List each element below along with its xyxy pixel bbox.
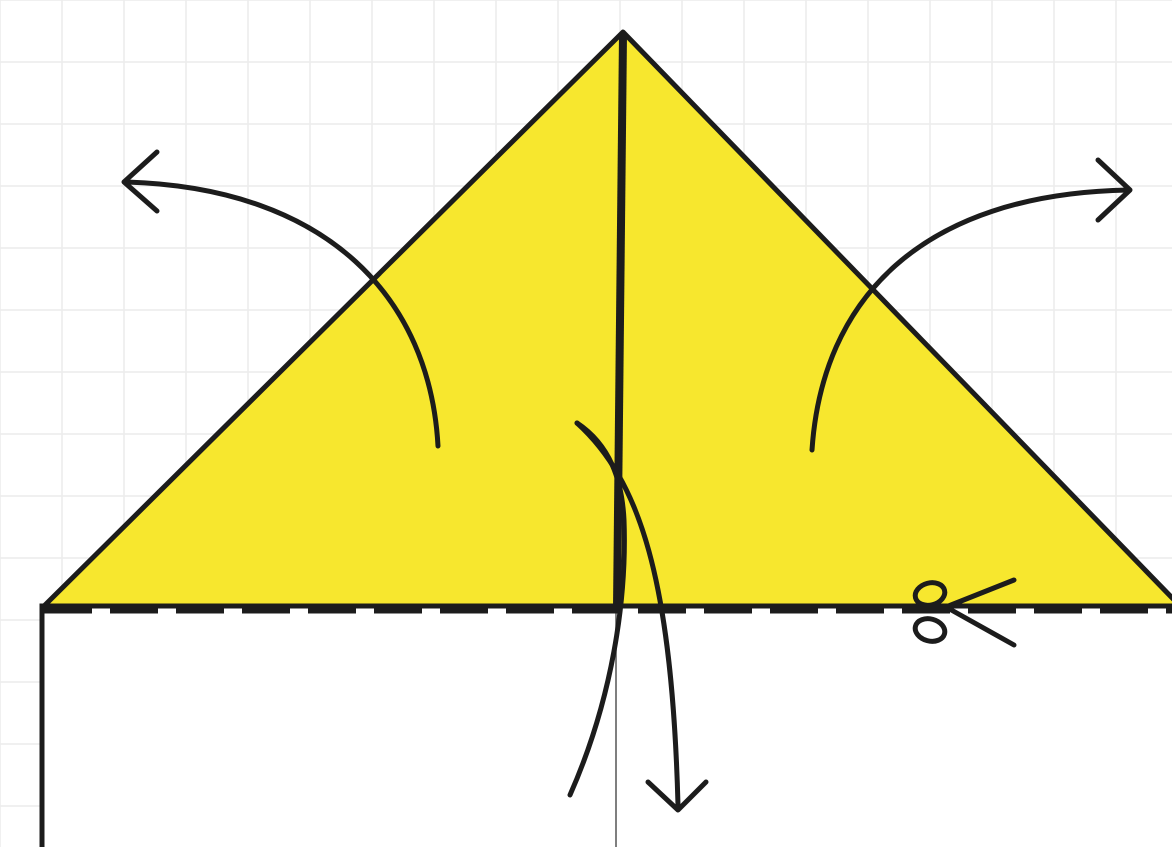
paper-rectangle (39, 603, 1172, 847)
fold-down-arrow (567, 420, 709, 813)
left-flap-arrow (121, 149, 441, 449)
triangle-flap (41, 29, 1172, 609)
scissors-icon (912, 577, 1017, 648)
right-flap-arrow (809, 157, 1133, 453)
center-crease (613, 33, 627, 609)
